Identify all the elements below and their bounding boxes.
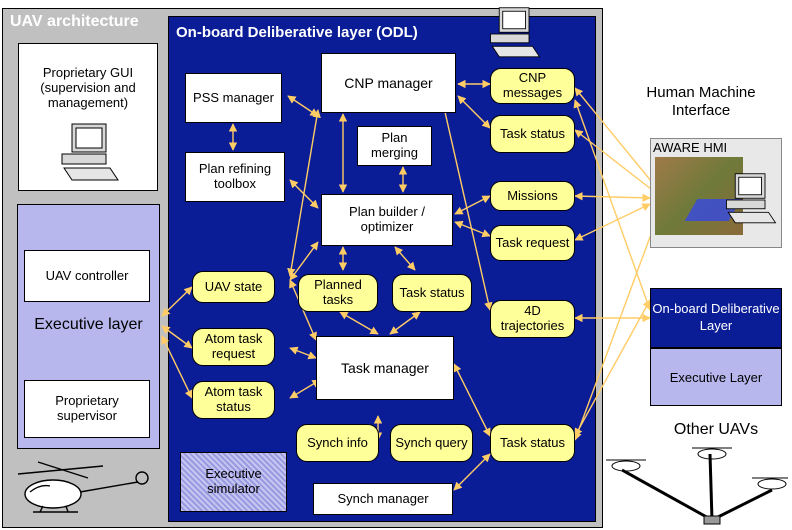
uav-state-label: UAV state: [204, 278, 263, 294]
task-status-bubble-mid[interactable]: Task status: [392, 274, 472, 312]
proprietary-supervisor-box[interactable]: Proprietary supervisor: [24, 380, 150, 438]
cnp-manager-label: CNP manager: [344, 74, 433, 91]
missions-label: Missions: [507, 187, 558, 203]
atom-task-request-label: Atom task request: [204, 331, 263, 361]
synch-query-bubble[interactable]: Synch query: [390, 424, 473, 462]
synch-manager-box[interactable]: Synch manager: [313, 483, 453, 515]
task-status-label-bottom: Task status: [499, 434, 566, 450]
odl-title: On-board Deliberative layer (ODL): [176, 24, 418, 41]
synch-query-label: Synch query: [395, 434, 468, 450]
plan-builder-label: Plan builder / optimizer: [349, 204, 425, 234]
uav-network-icon: [606, 447, 788, 525]
uav-architecture-title: UAV architecture: [10, 13, 139, 30]
other-odl-label: On-board Deliberative Layer: [652, 301, 780, 333]
plan-refining-toolbox-label: Plan refining toolbox: [198, 161, 272, 191]
atom-task-request-bubble[interactable]: Atom task request: [192, 328, 275, 366]
executive-layer-label: Executive layer: [34, 316, 143, 333]
uav-controller-box[interactable]: UAV controller: [24, 250, 150, 302]
synch-info-label: Synch info: [307, 434, 368, 450]
plan-builder-box[interactable]: Plan builder / optimizer: [321, 194, 453, 246]
plan-merging-label: Plan merging: [371, 130, 418, 160]
helicopter-icon: [17, 461, 149, 513]
task-manager-label: Task manager: [341, 359, 429, 376]
task-status-label-mid: Task status: [399, 284, 465, 300]
other-odl-box[interactable]: On-board Deliberative Layer: [650, 288, 782, 348]
computer-icon-gui: [61, 123, 119, 181]
aware-hmi-title: AWARE HMI: [653, 140, 728, 155]
task-status-bubble-bottom[interactable]: Task status: [490, 424, 575, 462]
pss-manager-box[interactable]: PSS manager: [185, 73, 282, 123]
aware-hmi-window[interactable]: AWARE HMI: [650, 138, 782, 248]
trajectories-4d-label: 4D trajectories: [500, 303, 565, 333]
executive-simulator-box[interactable]: Executive simulator: [180, 452, 287, 512]
uav-state-bubble[interactable]: UAV state: [192, 271, 275, 303]
computer-icon-hmi: [726, 173, 777, 224]
plan-refining-toolbox-box[interactable]: Plan refining toolbox: [185, 152, 285, 202]
hmi-label: Human Machine Interface: [646, 84, 756, 119]
cnp-messages-bubble[interactable]: CNP messages: [490, 68, 575, 104]
other-uavs-label: Other UAVs: [673, 421, 759, 438]
task-status-label-top: Task status: [499, 125, 566, 141]
proprietary-gui-label: Proprietary GUI (supervision and managem…: [40, 65, 136, 110]
pss-manager-label: PSS manager: [193, 89, 274, 105]
task-request-bubble[interactable]: Task request: [490, 225, 575, 261]
proprietary-supervisor-label: Proprietary supervisor: [55, 393, 119, 423]
other-executive-label: Executive Layer: [669, 369, 763, 385]
executive-simulator-label: Executive simulator: [205, 466, 262, 496]
atom-task-status-label: Atom task status: [204, 384, 263, 414]
plan-merging-box[interactable]: Plan merging: [357, 126, 432, 166]
task-status-bubble-top[interactable]: Task status: [490, 115, 575, 153]
cnp-manager-box[interactable]: CNP manager: [321, 53, 456, 113]
planned-tasks-bubble[interactable]: Planned tasks: [298, 274, 378, 312]
missions-bubble[interactable]: Missions: [490, 181, 575, 211]
cnp-messages-label: CNP messages: [502, 70, 563, 100]
task-request-label: Task request: [495, 234, 570, 250]
planned-tasks-label: Planned tasks: [314, 277, 362, 307]
aware-hmi-map: [655, 157, 743, 235]
computer-icon-odl: [490, 7, 541, 58]
uav-controller-label: UAV controller: [45, 267, 129, 283]
synch-manager-label: Synch manager: [337, 490, 429, 506]
trajectories-4d-bubble[interactable]: 4D trajectories: [490, 300, 575, 338]
task-manager-box[interactable]: Task manager: [316, 336, 454, 400]
other-executive-box[interactable]: Executive Layer: [650, 348, 782, 406]
atom-task-status-bubble[interactable]: Atom task status: [192, 381, 275, 419]
synch-info-bubble[interactable]: Synch info: [296, 424, 379, 462]
proprietary-gui-box[interactable]: Proprietary GUI (supervision and managem…: [18, 43, 158, 191]
